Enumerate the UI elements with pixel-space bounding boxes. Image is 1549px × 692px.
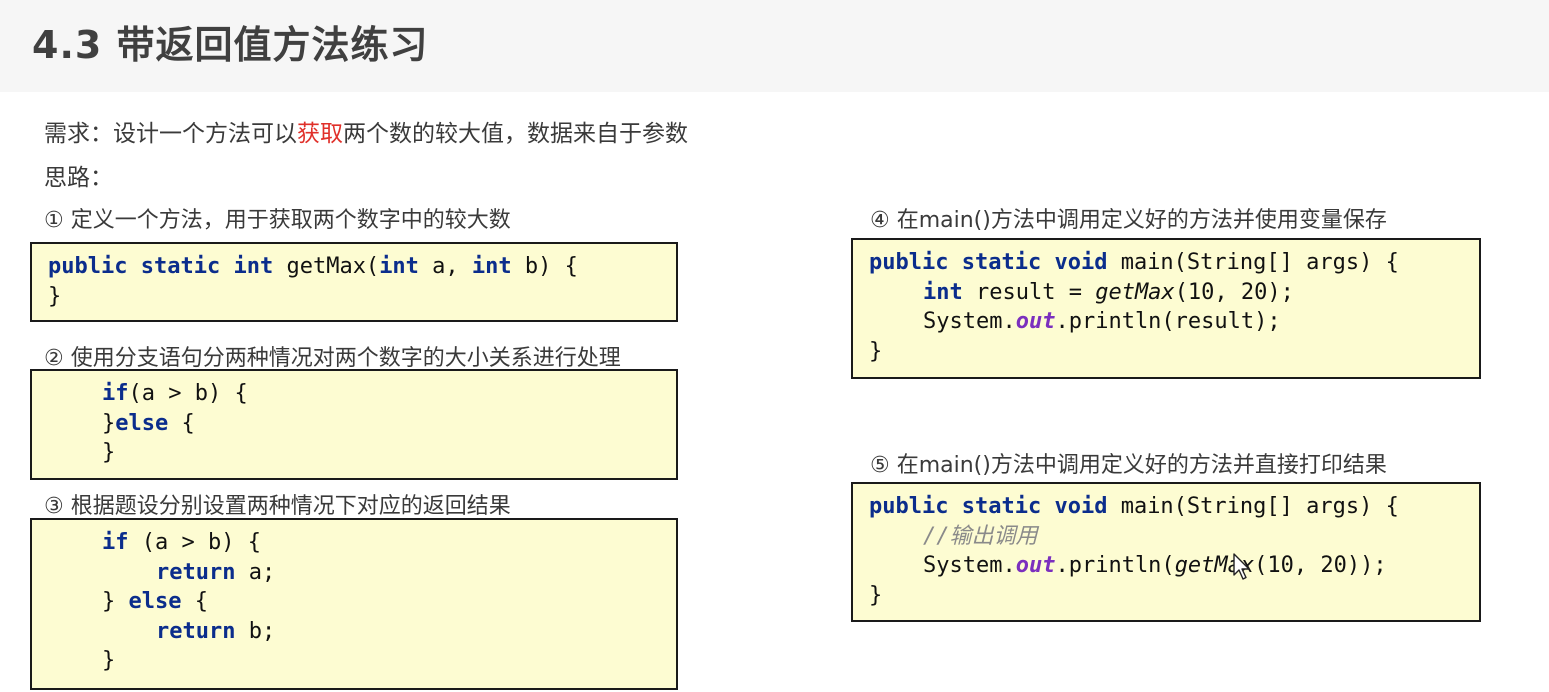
title-band <box>0 0 1549 92</box>
code-box-2: if(a > b) { }else {} <box>30 369 678 480</box>
step-4-label: ④ 在main()方法中调用定义好的方法并使用变量保存 <box>870 208 1387 233</box>
step-5-label: ⑤ 在main()方法中调用定义好的方法并直接打印结果 <box>870 453 1387 478</box>
code-line: System.out.println(result); <box>923 309 1281 334</box>
code-line: } else { <box>102 589 208 614</box>
code-comment: //输出调用 <box>923 523 1038 549</box>
requirement-prefix: 需求：设计一个方法可以 <box>44 121 297 147</box>
requirement-suffix: 两个数的较大值，数据来自于参数 <box>343 121 688 147</box>
page-title: 4.3 带返回值方法练习 <box>32 23 429 67</box>
code-box-4: public static void main(String[] args) {… <box>851 238 1481 379</box>
code-line: int result = getMax(10, 20); <box>923 279 1294 305</box>
code-line: public static void main(String[] args) { <box>869 494 1399 519</box>
mouse-cursor-icon <box>1233 553 1250 580</box>
code-line: } <box>869 338 883 364</box>
code-line: } <box>48 283 62 309</box>
code-line: return a; <box>156 559 276 585</box>
requirement-highlight: 获取 <box>297 121 343 147</box>
step-2-label: ② 使用分支语句分两种情况对两个数字的大小关系进行处理 <box>44 346 621 371</box>
code-line: if (a > b) { <box>102 530 261 555</box>
thinking-label: 思路： <box>44 165 113 191</box>
code-box-3: if (a > b) { return a; } else { return b;} <box>30 518 678 690</box>
code-box-5: public static void main(String[] args) {… <box>851 482 1481 622</box>
code-line: }else { <box>102 410 195 436</box>
code-line: } <box>869 582 883 608</box>
code-line: if(a > b) { <box>102 381 248 406</box>
code-line: public static void main(String[] args) { <box>869 250 1399 275</box>
requirement-text: 需求：设计一个方法可以获取两个数的较大值，数据来自于参数 <box>44 114 688 148</box>
step-1-label: ① 定义一个方法，用于获取两个数字中的较大数 <box>44 208 511 233</box>
code-line: } <box>102 648 116 673</box>
code-line: System.out.println(getMax(10, 20)); <box>923 553 1387 578</box>
code-line: public static int getMax(int a, int b) { <box>48 254 578 279</box>
code-line: return b; <box>156 618 276 644</box>
code-box-1: public static int getMax(int a, int b) {… <box>30 242 678 322</box>
code-line: } <box>102 440 116 465</box>
step-3-label: ③ 根据题设分别设置两种情况下对应的返回结果 <box>44 494 511 519</box>
